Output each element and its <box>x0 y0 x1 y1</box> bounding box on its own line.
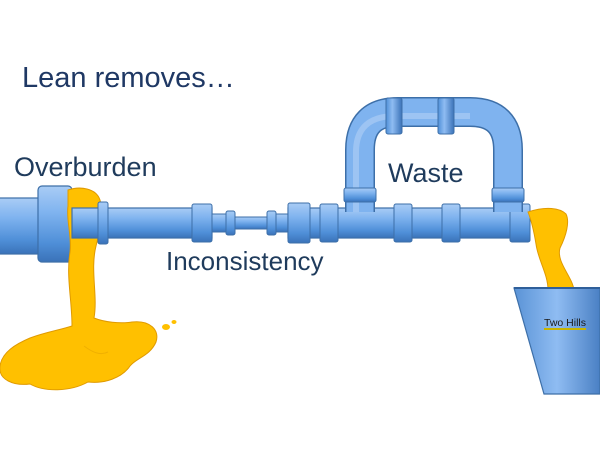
outflow-stream <box>527 207 575 291</box>
slide-title: Lean removes… <box>22 62 235 94</box>
main-pipe <box>71 201 531 245</box>
overburden-spill <box>0 187 177 391</box>
bucket-logo-text: Two Hills <box>544 317 587 330</box>
overburden-pipe <box>0 185 73 263</box>
bucket <box>513 287 600 395</box>
label-waste: Waste <box>388 158 464 188</box>
label-inconsistency: Inconsistency <box>166 246 324 276</box>
label-overburden: Overburden <box>14 152 157 182</box>
waste-loop-pipe <box>343 97 525 212</box>
